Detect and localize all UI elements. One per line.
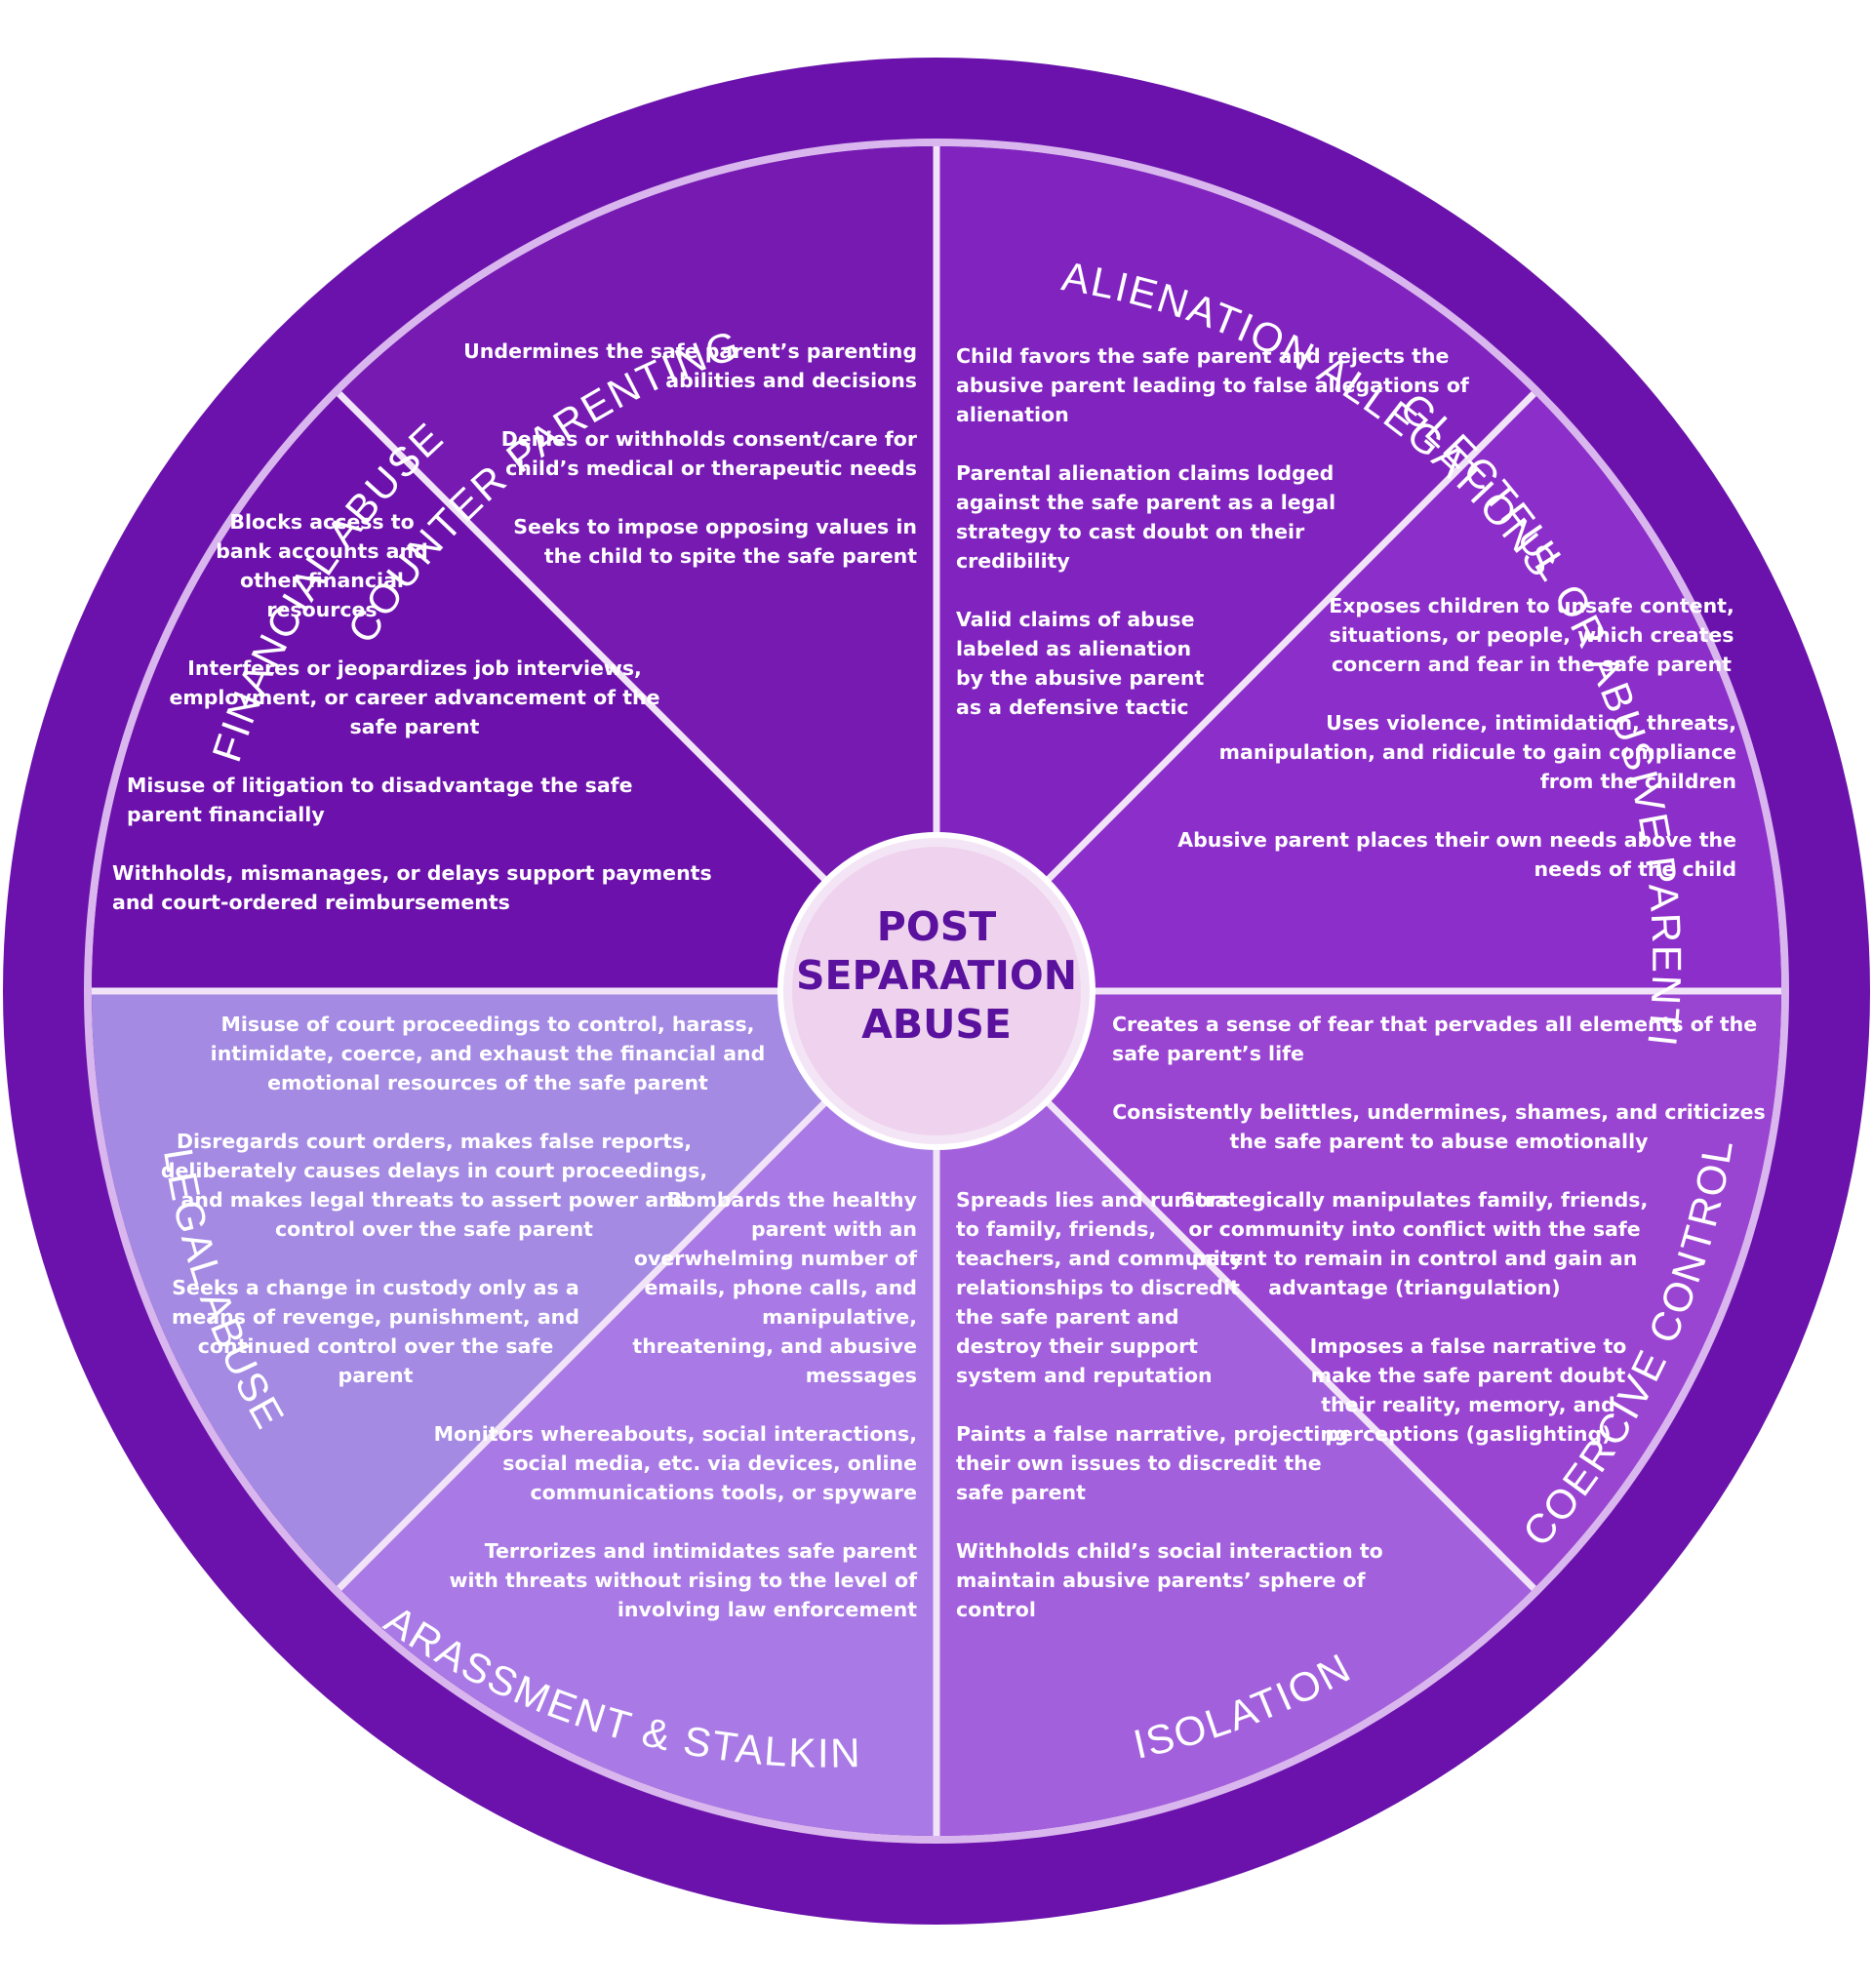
financial-item: Blocks access to bank accounts and other…	[216, 510, 428, 621]
neglectful-item: Abusive parent places their own needs ab…	[1177, 828, 1736, 881]
coercive-control-text: Creates a sense of fear that pervades al…	[1112, 1010, 1766, 1449]
harassment-item: Terrorizes and intimidates safe parent w…	[449, 1539, 917, 1621]
legal-abuse-text: Misuse of court proceedings to control, …	[146, 1010, 790, 1390]
financial-item: Interferes or jeopardizes job interviews…	[169, 656, 660, 738]
center-title-line: POST	[876, 903, 997, 950]
segment-harassment-stalking	[339, 991, 937, 1836]
financial-abuse-text: Blocks access to bank accounts and other…	[112, 507, 756, 917]
alienation-item: Child favors the safe parent and rejects…	[956, 344, 1469, 426]
segment-isolation	[936, 991, 1534, 1836]
alienation-allegations-text: Child favors the safe parent and rejects…	[956, 341, 1502, 722]
segment-legal-abuse	[92, 991, 936, 1589]
isolation-text: Spreads lies and rumors to family, frien…	[956, 1185, 1383, 1624]
alienation-item: Parental alienation claims lodged agains…	[956, 461, 1336, 573]
segment-divider	[337, 391, 829, 884]
harassment-item: Monitors whereabouts, social interaction…	[433, 1422, 917, 1504]
financial-item: Withholds, mismanages, or delays support…	[112, 861, 712, 914]
counter-parenting-item: Denies or withholds consent/care for chi…	[500, 427, 917, 480]
alienation-item: Valid claims of abuse labeled as alienat…	[956, 608, 1205, 719]
neglectful-item: Uses violence, intimidation, threats, ma…	[1218, 711, 1736, 793]
counter-parenting-item: Undermines the safe parent’s parenting a…	[463, 339, 917, 392]
segment-coercive-control	[936, 991, 1781, 1589]
center-title: POST SEPARATION ABUSE	[771, 902, 1102, 1049]
segment-financial-abuse	[92, 393, 936, 992]
harassment-item: Bombards the healthy parent with an over…	[632, 1188, 917, 1387]
neglectful-parenting-text: Exposes children to unsafe content, situ…	[1161, 591, 1736, 884]
harassment-stalking-text: Bombards the healthy parent with an over…	[429, 1185, 917, 1624]
isolation-item: Paints a false narrative, projecting the…	[956, 1422, 1349, 1504]
segment-divider	[337, 1098, 829, 1591]
legal-item: Misuse of court proceedings to control, …	[210, 1013, 766, 1094]
center-hub-inner	[792, 847, 1081, 1135]
counter-parenting-item: Seeks to impose opposing values in the c…	[513, 515, 917, 568]
center-title-line: ABUSE	[861, 1001, 1012, 1048]
segment-neglectful-parenting	[936, 393, 1781, 992]
coercive-item: Creates a sense of fear that pervades al…	[1112, 1013, 1758, 1065]
coercive-item: Imposes a false narrative to make the sa…	[1309, 1334, 1627, 1446]
segment-divider	[1044, 1098, 1536, 1591]
segment-alienation-allegations	[936, 146, 1534, 991]
legal-item: Seeks a change in custody only as a mean…	[172, 1276, 579, 1387]
isolation-item: Withholds child’s social interaction to …	[956, 1539, 1383, 1621]
isolation-item: Spreads lies and rumors to family, frien…	[956, 1188, 1243, 1387]
coercive-item: Consistently belittles, undermines, sham…	[1112, 1100, 1766, 1153]
coercive-item: Strategically manipulates family, friend…	[1180, 1188, 1649, 1299]
segment-counter-parenting	[339, 146, 937, 991]
legal-item: Disregards court orders, makes false rep…	[160, 1130, 708, 1241]
center-title-line: SEPARATION	[795, 952, 1078, 999]
inner-ring-border	[84, 139, 1789, 1844]
counter-parenting-text: Undermines the safe parent’s parenting a…	[434, 337, 917, 571]
financial-item: Misuse of litigation to disadvantage the…	[127, 774, 633, 826]
segment-divider	[1044, 391, 1536, 884]
neglectful-item: Exposes children to unsafe content, situ…	[1329, 594, 1734, 676]
